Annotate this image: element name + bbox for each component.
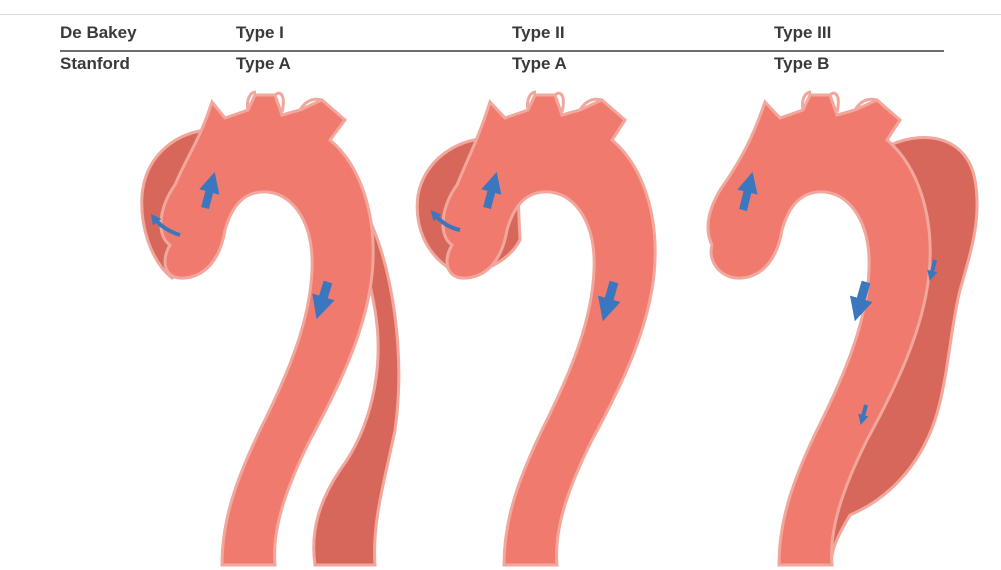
top-border [0, 14, 1001, 15]
debakey-type-1: Type I [236, 23, 284, 43]
stanford-label: Stanford [60, 54, 130, 74]
debakey-label: De Bakey [60, 23, 137, 43]
aorta-diagram [0, 85, 1001, 570]
stanford-type-2: Type A [512, 54, 567, 74]
stanford-row: Stanford Type A Type A Type B [60, 51, 944, 79]
true-lumen-2 [443, 95, 655, 565]
aorta-type-3 [708, 92, 977, 565]
debakey-row: De Bakey Type I Type II Type III [60, 20, 944, 48]
table-divider [60, 50, 944, 52]
aorta-figure [0, 85, 1001, 570]
aorta-type-1 [142, 92, 399, 565]
true-lumen-3 [708, 95, 930, 565]
debakey-type-2: Type II [512, 23, 565, 43]
stanford-type-1: Type A [236, 54, 291, 74]
aorta-type-2 [417, 92, 655, 565]
stanford-type-3: Type B [774, 54, 829, 74]
debakey-type-3: Type III [774, 23, 831, 43]
